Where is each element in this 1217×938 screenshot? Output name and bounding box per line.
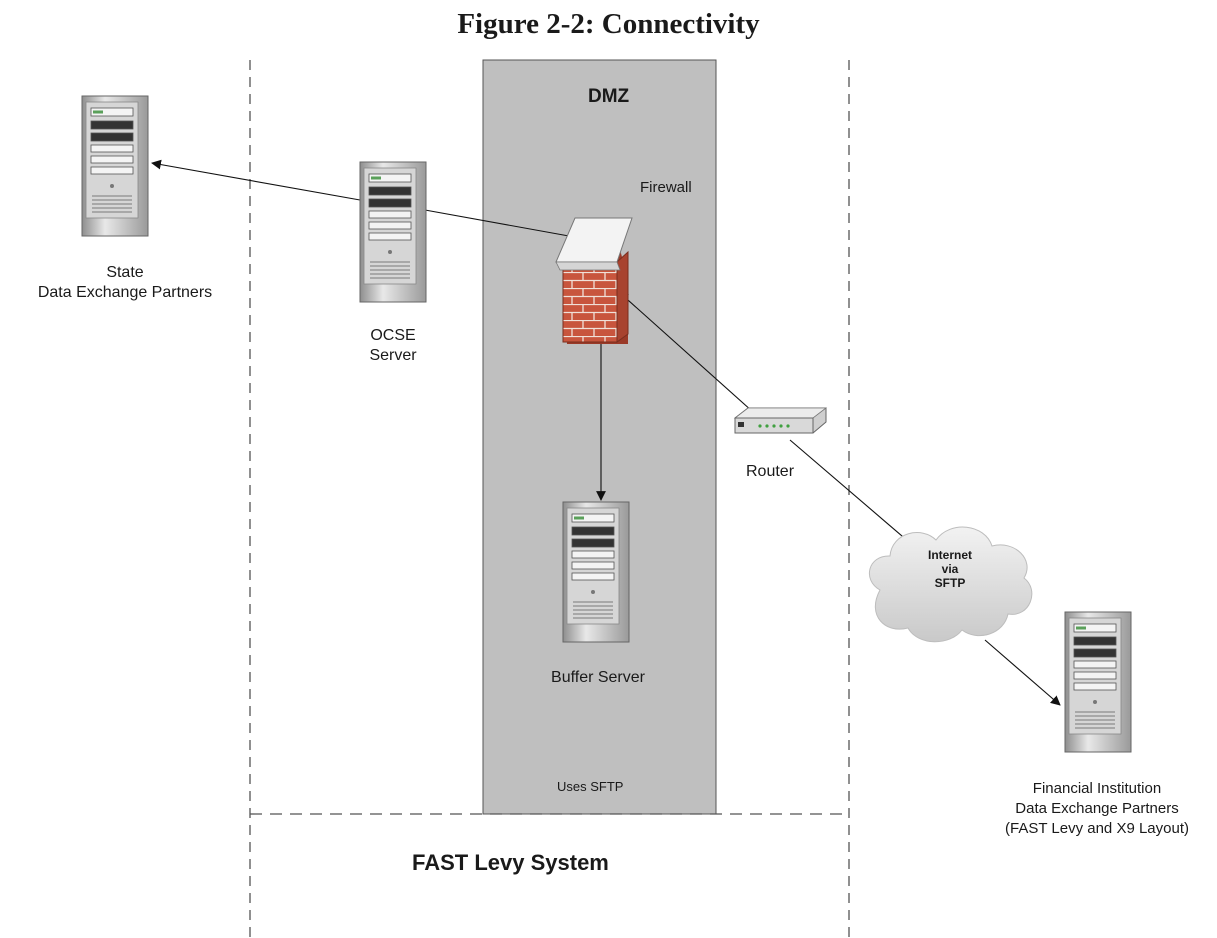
ocse-server-label: OCSE Server [343, 326, 443, 366]
state-partners-line2: Data Exchange Partners [37, 284, 213, 301]
firewall-label: Firewall [640, 179, 692, 196]
internet-label: Internet via SFTP [915, 548, 985, 590]
internet-line3: SFTP [934, 576, 966, 590]
state-partners-line1: State [106, 264, 144, 281]
fi-server-icon [1064, 611, 1132, 753]
router-icon [733, 407, 828, 434]
ocse-to-state-arrow [151, 159, 361, 201]
router-label: Router [746, 463, 795, 480]
ocse-server-icon [359, 161, 427, 303]
buffer-server-icon [562, 501, 630, 643]
internet-to-fi-arrow [984, 639, 1061, 706]
ocse-server-line2: Server [369, 347, 417, 364]
dmz-label: DMZ [588, 86, 630, 107]
firewall-icon [555, 217, 633, 344]
router-to-firewall-arrow [618, 291, 763, 421]
state-server-icon [81, 95, 149, 237]
ocse-to-firewall-arrow [424, 209, 592, 244]
cloud-icon [869, 526, 1033, 643]
internet-line2: via [941, 562, 959, 576]
fi-partners-line2: Data Exchange Partners [1015, 800, 1179, 817]
ocse-server-line1: OCSE [370, 327, 416, 344]
system-label: FAST Levy System [412, 850, 609, 875]
buffer-server-label: Buffer Server [551, 669, 645, 686]
fi-partners-line3: (FAST Levy and X9 Layout) [1005, 820, 1189, 837]
figure-title: Figure 2-2: Connectivity [457, 8, 760, 40]
fi-partners-line1: Financial Institution [1032, 780, 1162, 797]
internet-line1: Internet [927, 548, 972, 562]
state-partners-label: State Data Exchange Partners [20, 263, 230, 303]
dmz-zone [482, 59, 717, 815]
fi-partners-label: Financial Institution Data Exchange Part… [982, 779, 1212, 839]
dmz-note: Uses SFTP [557, 779, 624, 794]
